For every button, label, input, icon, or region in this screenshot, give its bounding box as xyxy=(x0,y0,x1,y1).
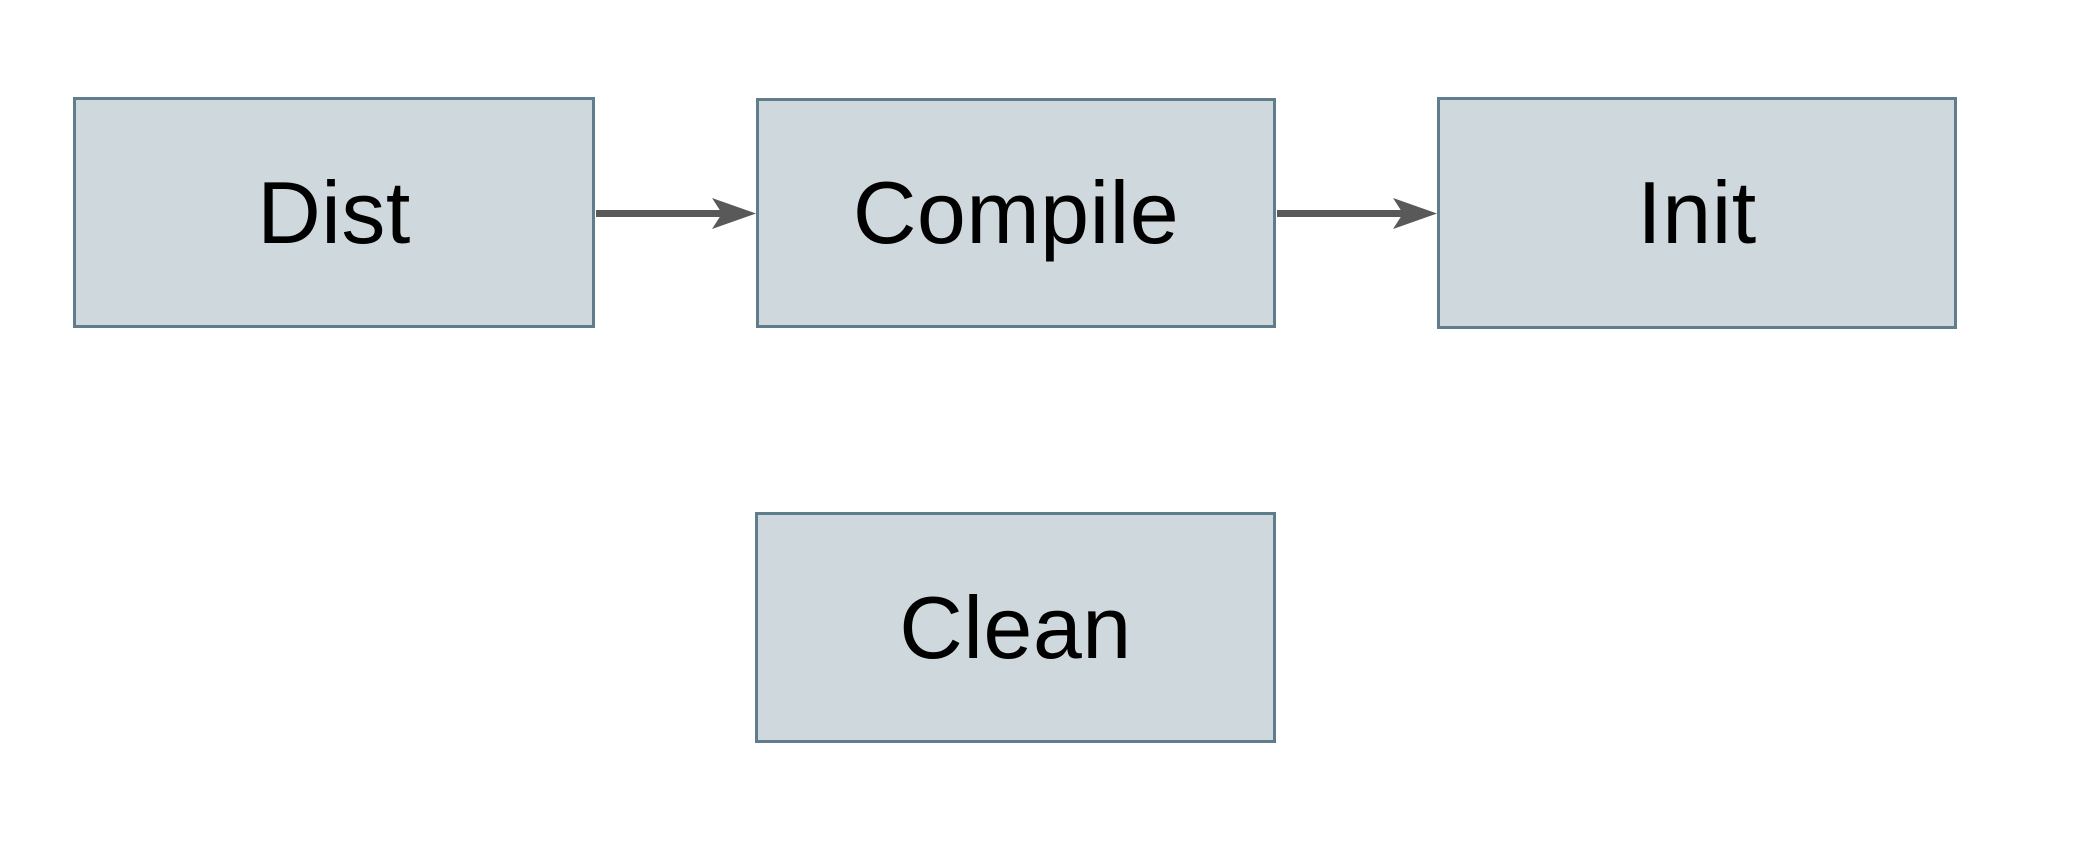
arrow-compile-to-init xyxy=(1277,198,1437,229)
node-clean-label: Clean xyxy=(899,577,1132,677)
node-clean[interactable]: Clean xyxy=(755,512,1276,743)
node-dist[interactable]: Dist xyxy=(73,97,595,328)
arrow-dist-to-compile xyxy=(596,198,756,229)
node-compile-label: Compile xyxy=(852,163,1180,262)
node-dist-label: Dist xyxy=(257,162,411,262)
node-init-label: Init xyxy=(1637,163,1757,262)
node-compile[interactable]: Compile xyxy=(756,98,1276,328)
node-init[interactable]: Init xyxy=(1437,97,1957,329)
